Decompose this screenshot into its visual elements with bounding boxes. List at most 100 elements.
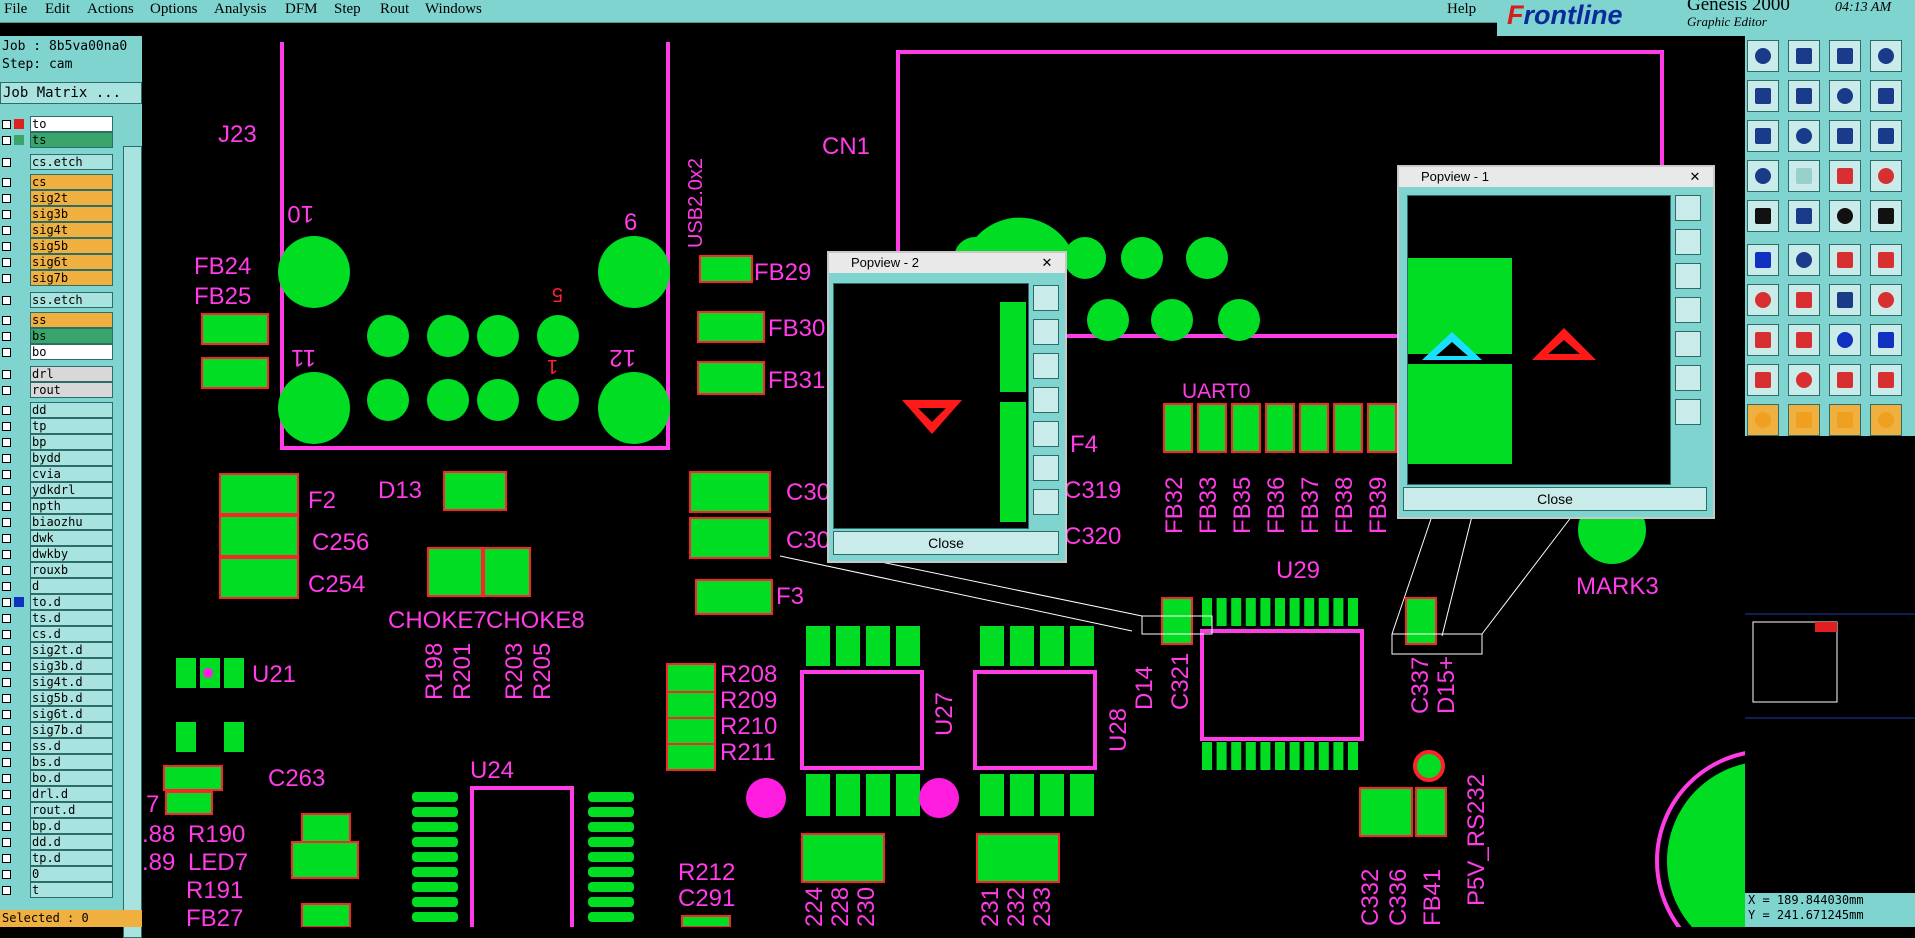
layer-row-dwk[interactable]: dwk bbox=[0, 530, 113, 546]
pin-icon[interactable] bbox=[1747, 324, 1779, 356]
snap-icon[interactable] bbox=[1747, 160, 1779, 192]
layer-checkbox[interactable] bbox=[2, 296, 11, 305]
layer-row-bo-d[interactable]: bo.d bbox=[0, 770, 113, 786]
layer-row-ts-d[interactable]: ts.d bbox=[0, 610, 113, 626]
popview-1-tool-2-icon[interactable] bbox=[1675, 229, 1701, 255]
swap-icon[interactable] bbox=[1870, 80, 1902, 112]
layer-row-dd[interactable]: dd bbox=[0, 402, 113, 418]
popview-1-tool-6-icon[interactable] bbox=[1675, 365, 1701, 391]
layer-checkbox[interactable] bbox=[2, 502, 11, 511]
layer-row-ss[interactable]: ss bbox=[0, 312, 113, 328]
net-icon[interactable] bbox=[1747, 244, 1779, 276]
mirror-icon[interactable] bbox=[1870, 284, 1902, 316]
layer-checkbox[interactable] bbox=[2, 158, 11, 167]
popview-1-tool-4-icon[interactable] bbox=[1675, 297, 1701, 323]
zoom-out-icon[interactable] bbox=[1788, 80, 1820, 112]
tri-c-icon[interactable] bbox=[1829, 364, 1861, 396]
popview-1-tool-5-icon[interactable] bbox=[1675, 331, 1701, 357]
layer-row-d[interactable]: d bbox=[0, 578, 113, 594]
line-icon[interactable] bbox=[1829, 200, 1861, 232]
menu-help[interactable]: Help bbox=[1447, 1, 1477, 17]
layer-row-sig3b-d[interactable]: sig3b.d bbox=[0, 658, 113, 674]
layer-row-sig7b[interactable]: sig7b bbox=[0, 270, 113, 286]
layer-checkbox[interactable] bbox=[2, 518, 11, 527]
popview-2-tool-2-icon[interactable] bbox=[1033, 319, 1059, 345]
layer-checkbox[interactable] bbox=[2, 438, 11, 447]
display-icon[interactable] bbox=[1788, 200, 1820, 232]
pad-icon[interactable] bbox=[1747, 200, 1779, 232]
layer-row-sig5b[interactable]: sig5b bbox=[0, 238, 113, 254]
layer-row-bo[interactable]: bo bbox=[0, 344, 113, 360]
layer-row-sig7b-d[interactable]: sig7b.d bbox=[0, 722, 113, 738]
scale-icon[interactable] bbox=[1829, 120, 1861, 152]
layer-row-tp-d[interactable]: tp.d bbox=[0, 850, 113, 866]
layer-checkbox[interactable] bbox=[2, 854, 11, 863]
layer-row-rout-d[interactable]: rout.d bbox=[0, 802, 113, 818]
layer-checkbox[interactable] bbox=[2, 726, 11, 735]
frame-icon[interactable] bbox=[1870, 40, 1902, 72]
menu-options[interactable]: Options bbox=[150, 1, 198, 17]
layer-row-ydkdrl[interactable]: ydkdrl bbox=[0, 482, 113, 498]
layer-row-0[interactable]: 0 bbox=[0, 866, 113, 882]
layer-checkbox[interactable] bbox=[2, 694, 11, 703]
popview-1-tool-1-icon[interactable] bbox=[1675, 195, 1701, 221]
layer-checkbox[interactable] bbox=[2, 710, 11, 719]
layer-row-rout[interactable]: rout bbox=[0, 382, 113, 398]
layer-checkbox[interactable] bbox=[2, 454, 11, 463]
popview-2-tool-3-icon[interactable] bbox=[1033, 353, 1059, 379]
layer-row-dd-d[interactable]: dd.d bbox=[0, 834, 113, 850]
layer-checkbox[interactable] bbox=[2, 774, 11, 783]
layer-checkbox[interactable] bbox=[2, 742, 11, 751]
step-icon[interactable] bbox=[1870, 404, 1902, 436]
layer-checkbox[interactable] bbox=[2, 332, 11, 341]
layer-checkbox[interactable] bbox=[2, 258, 11, 267]
popview-2-close-button[interactable]: Close bbox=[833, 531, 1059, 555]
menu-file[interactable]: File bbox=[4, 1, 28, 17]
help-icon[interactable] bbox=[1870, 120, 1902, 152]
layer-row-npth[interactable]: npth bbox=[0, 498, 113, 514]
layer-checkbox[interactable] bbox=[2, 582, 11, 591]
circle-icon[interactable] bbox=[1870, 200, 1902, 232]
zoom-in-icon[interactable] bbox=[1747, 80, 1779, 112]
layer-checkbox[interactable] bbox=[2, 870, 11, 879]
new-window-icon[interactable] bbox=[1747, 40, 1779, 72]
layer-row-sig6t-d[interactable]: sig6t.d bbox=[0, 706, 113, 722]
layer-checkbox[interactable] bbox=[2, 386, 11, 395]
layer-row-dwkby[interactable]: dwkby bbox=[0, 546, 113, 562]
popview-2-view[interactable] bbox=[833, 283, 1029, 529]
layer-checkbox[interactable] bbox=[2, 790, 11, 799]
route-icon[interactable] bbox=[1870, 244, 1902, 276]
layer-checkbox[interactable] bbox=[2, 422, 11, 431]
copy-icon[interactable] bbox=[1870, 324, 1902, 356]
layer-checkbox[interactable] bbox=[2, 534, 11, 543]
menu-step[interactable]: Step bbox=[334, 1, 361, 17]
layer-row-t[interactable]: t bbox=[0, 882, 113, 898]
layer-row-drl-d[interactable]: drl.d bbox=[0, 786, 113, 802]
dash-icon[interactable] bbox=[1788, 324, 1820, 356]
layer-checkbox[interactable] bbox=[2, 210, 11, 219]
layer-checkbox[interactable] bbox=[2, 370, 11, 379]
menu-edit[interactable]: Edit bbox=[45, 1, 70, 17]
tri-b-icon[interactable] bbox=[1788, 364, 1820, 396]
angle-icon[interactable] bbox=[1747, 284, 1779, 316]
layer-row-bs[interactable]: bs bbox=[0, 328, 113, 344]
layer-row-tp[interactable]: tp bbox=[0, 418, 113, 434]
layer-row-sig3b[interactable]: sig3b bbox=[0, 206, 113, 222]
layer-checkbox[interactable] bbox=[2, 274, 11, 283]
popview-1-tool-3-icon[interactable] bbox=[1675, 263, 1701, 289]
layer-checkbox[interactable] bbox=[2, 242, 11, 251]
layer-checkbox[interactable] bbox=[2, 886, 11, 895]
layer-checkbox[interactable] bbox=[2, 678, 11, 687]
layer-checkbox[interactable] bbox=[2, 614, 11, 623]
fit-icon[interactable] bbox=[1747, 120, 1779, 152]
layer-a-icon[interactable] bbox=[1829, 160, 1861, 192]
layer-row-sig4t-d[interactable]: sig4t.d bbox=[0, 674, 113, 690]
select-icon[interactable] bbox=[1788, 404, 1820, 436]
layer-checkbox[interactable] bbox=[2, 758, 11, 767]
popview-2-tool-7-icon[interactable] bbox=[1033, 489, 1059, 515]
layer-checkbox[interactable] bbox=[2, 316, 11, 325]
layer-row-ss-d[interactable]: ss.d bbox=[0, 738, 113, 754]
layer-row-cvia[interactable]: cvia bbox=[0, 466, 113, 482]
layer-checkbox[interactable] bbox=[2, 226, 11, 235]
layer-row-cs[interactable]: cs bbox=[0, 174, 113, 190]
